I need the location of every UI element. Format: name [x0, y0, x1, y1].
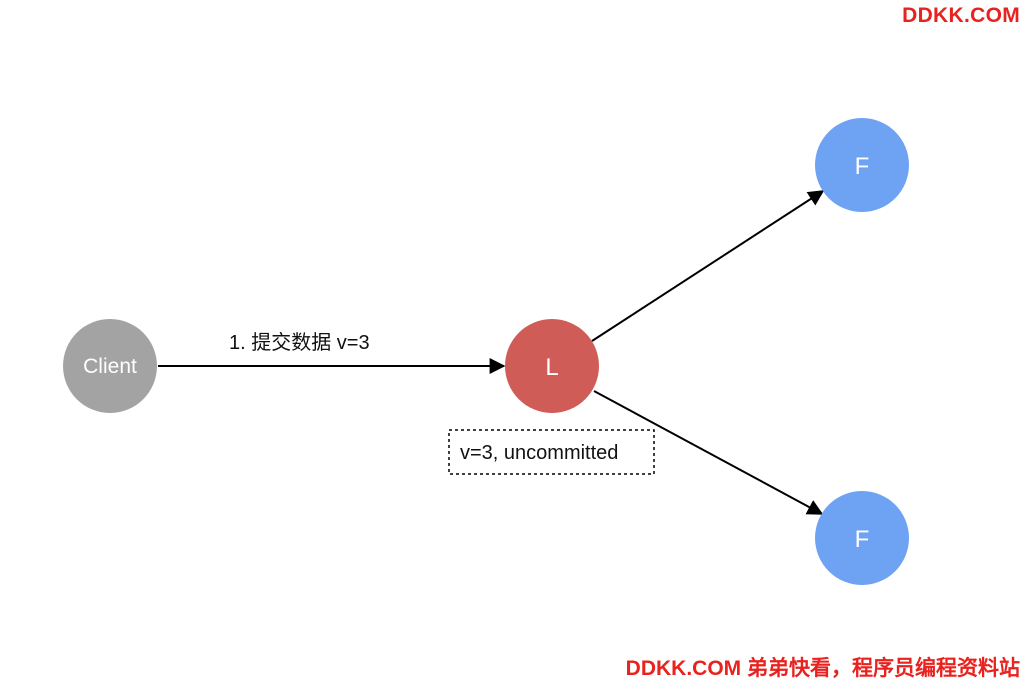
leader-state-note-box	[448, 429, 655, 475]
watermark-bottom: DDKK.COM 弟弟快看，程序员编程资料站	[625, 657, 1020, 680]
follower-node-top: F	[815, 118, 909, 212]
follower-bottom-circle	[815, 491, 909, 585]
watermark-top: DDKK.COM	[902, 4, 1020, 27]
leader-node: L	[505, 319, 599, 413]
leader-circle	[505, 319, 599, 413]
leader-state-note-text: v=3, uncommitted	[460, 442, 618, 464]
client-label: Client	[83, 355, 137, 378]
follower-node-bottom: F	[815, 491, 909, 585]
follower-top-label: F	[855, 153, 870, 180]
edge-leader-to-follower-top	[591, 190, 825, 342]
leader-label: L	[545, 354, 558, 381]
client-node: Client	[63, 319, 157, 413]
edge-label-submit: 1. 提交数据 v=3	[229, 331, 370, 354]
follower-top-circle	[815, 118, 909, 212]
leader-state-note: v=3, uncommitted	[448, 429, 655, 475]
follower-bottom-label: F	[855, 526, 870, 553]
edge-leader-to-follower-bottom	[593, 390, 824, 515]
client-circle	[63, 319, 157, 413]
